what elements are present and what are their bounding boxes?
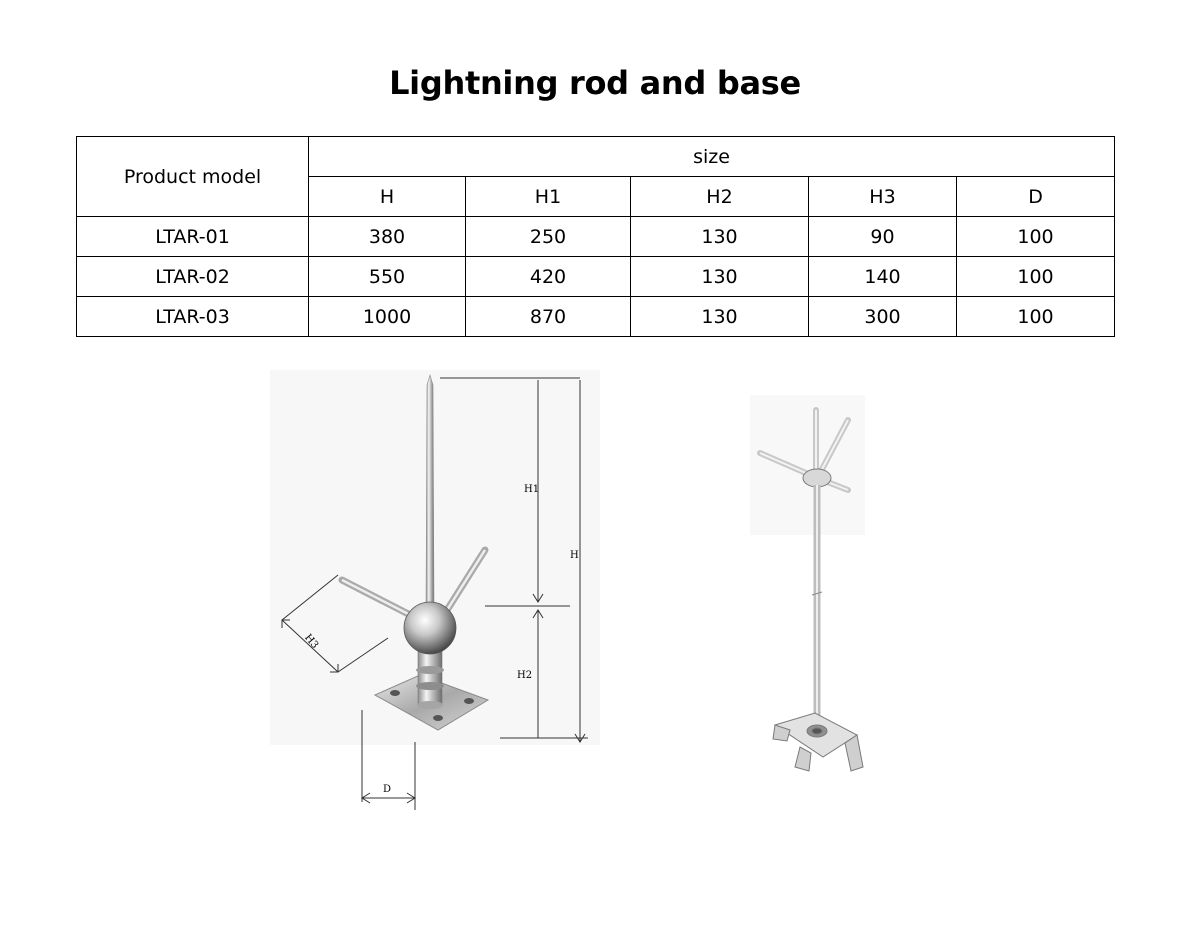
value-cell: 100 <box>955 216 1116 257</box>
dimension-header-row: H H1 H2 H3 D <box>77 176 1116 217</box>
label-h2: H2 <box>517 670 532 681</box>
photo-background <box>750 395 865 535</box>
model-cell: LTAR-01 <box>76 216 309 257</box>
spec-table: Product model size H H1 H2 H3 D LTAR-01 … <box>76 136 1116 337</box>
page-title: Lightning rod and base <box>389 64 801 102</box>
side-spike-left-highlight <box>341 578 421 622</box>
product-model-header: Product model <box>76 136 309 217</box>
value-cell: 1000 <box>308 296 466 337</box>
value-cell: 100 <box>955 296 1116 337</box>
table-row: LTAR-03 1000 870 130 300 100 <box>76 296 1116 337</box>
table-header-row: Product model size <box>76 136 1116 217</box>
lightning-rod-dimension-diagram: H1 H H2 H3 D <box>270 370 600 810</box>
value-cell: 130 <box>630 296 809 337</box>
model-cell: LTAR-02 <box>76 256 309 297</box>
label-h1: H1 <box>524 484 539 495</box>
model-cell: LTAR-03 <box>76 296 309 337</box>
header-h2: H2 <box>630 176 809 217</box>
table-row: LTAR-02 550 420 130 140 100 <box>76 256 1116 297</box>
value-cell: 130 <box>630 256 809 297</box>
main-spike <box>425 373 435 611</box>
bolt-hole <box>390 690 400 696</box>
value-cell: 870 <box>465 296 631 337</box>
stem-ring <box>417 701 443 709</box>
header-h1: H1 <box>465 176 631 217</box>
rod-ball <box>403 601 457 655</box>
value-cell: 300 <box>808 296 957 337</box>
stem-ring <box>416 666 444 674</box>
value-cell: 140 <box>808 256 957 297</box>
rod-assembly <box>757 407 864 772</box>
value-cell: 250 <box>465 216 631 257</box>
side-spike-right-highlight <box>440 549 487 619</box>
lightning-rod-mast-diagram <box>750 395 865 772</box>
bolt-hole <box>464 698 474 704</box>
value-cell: 90 <box>808 216 957 257</box>
value-cell: 130 <box>630 216 809 257</box>
stem-ring <box>416 682 444 690</box>
value-cell: 420 <box>465 256 631 297</box>
value-cell: 380 <box>308 216 466 257</box>
bolt-hole <box>433 715 443 721</box>
header-h3: H3 <box>808 176 957 217</box>
dimension-lines <box>281 377 588 810</box>
header-d: D <box>955 176 1116 217</box>
value-cell: 550 <box>308 256 466 297</box>
size-header: size <box>307 136 1116 177</box>
label-d: D <box>383 784 391 795</box>
label-h: H <box>570 550 579 561</box>
header-h: H <box>308 176 466 217</box>
table-row: LTAR-01 380 250 130 90 100 <box>76 216 1116 257</box>
value-cell: 100 <box>955 256 1116 297</box>
